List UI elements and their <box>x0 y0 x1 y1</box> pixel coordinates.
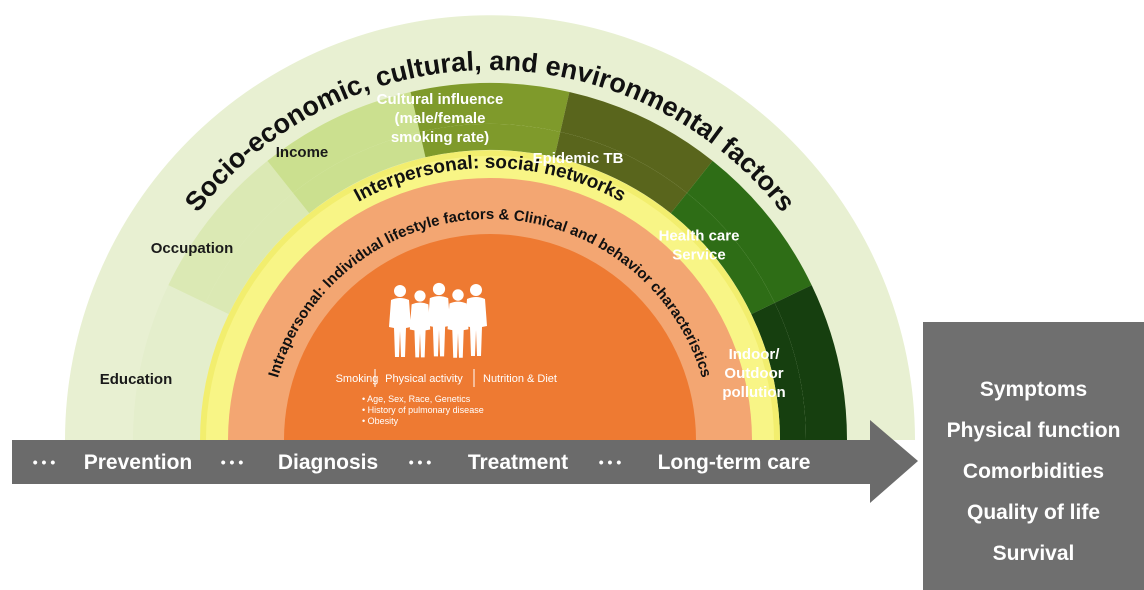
outer-segment-inner <box>751 302 806 440</box>
person-icon <box>447 289 469 358</box>
people-group-icon <box>389 282 487 358</box>
outer-segment-inner <box>174 302 229 440</box>
outer-segment <box>410 82 570 132</box>
segment-label: pollution <box>722 384 785 401</box>
segment-label: Income <box>276 144 329 161</box>
segment-label: Cultural influence <box>377 91 504 108</box>
segment-label: (male/female <box>395 110 486 127</box>
timeline-dots: • • • <box>409 454 432 470</box>
outer-ring-segments <box>133 82 847 440</box>
timeline-dots: • • • <box>33 454 56 470</box>
outcome-item: Comorbidities <box>962 460 1105 483</box>
outer-segment <box>133 285 206 440</box>
timeline-stage: Diagnosis <box>278 451 378 474</box>
person-icon <box>427 282 451 357</box>
outer-segment <box>560 91 713 193</box>
segment-label: Occupation <box>151 240 234 257</box>
outer-segment <box>168 160 293 303</box>
segment-label: Education <box>100 371 173 388</box>
outer-segment <box>687 160 812 303</box>
segment-label: smoking rate) <box>391 129 489 146</box>
timeline-stage: Prevention <box>84 451 193 474</box>
outer-segment-inner <box>554 131 688 214</box>
outcome-item: Survival <box>992 542 1075 565</box>
person-icon <box>409 290 431 358</box>
characteristic-item: • Age, Sex, Race, Genetics <box>362 394 471 404</box>
characteristic-item: • History of pulmonary disease <box>362 405 484 415</box>
characteristic-item: • Obesity <box>362 416 399 426</box>
person-icon <box>465 284 487 356</box>
segment-label: Service <box>672 247 725 264</box>
core-fill <box>284 234 696 440</box>
timeline-dots: • • • <box>221 454 244 470</box>
outer-segment <box>267 91 420 193</box>
outcome-item: Quality of life <box>966 501 1100 524</box>
timeline-stage: Treatment <box>468 451 568 474</box>
timeline-stage: Long-term care <box>658 451 811 474</box>
timeline-dots: • • • <box>599 454 622 470</box>
core-circle <box>284 234 696 440</box>
segment-label: Outdoor <box>724 365 783 382</box>
outcome-item: Physical function <box>946 419 1121 442</box>
timeline-arrow: • • • Prevention • • • Diagnosis • • • Treatm… <box>12 420 918 503</box>
outer-segment <box>774 285 847 440</box>
outer-segment-inner <box>205 192 310 315</box>
segment-label: Health care <box>659 228 740 245</box>
behavior-label: Nutrition & Diet <box>483 373 557 385</box>
outer-segment-inner <box>670 192 775 315</box>
timeline-bar <box>12 420 918 503</box>
segment-label: Indoor/ <box>729 346 781 363</box>
segment-label: Epidemic TB <box>533 150 624 167</box>
behavior-label: Physical activity <box>385 373 463 385</box>
person-icon <box>389 285 411 357</box>
outer-segment-inner <box>419 123 561 158</box>
outer-segment-inner <box>292 131 426 214</box>
outcome-item: Symptoms <box>979 378 1088 401</box>
behavior-label: Smoking <box>336 373 379 385</box>
